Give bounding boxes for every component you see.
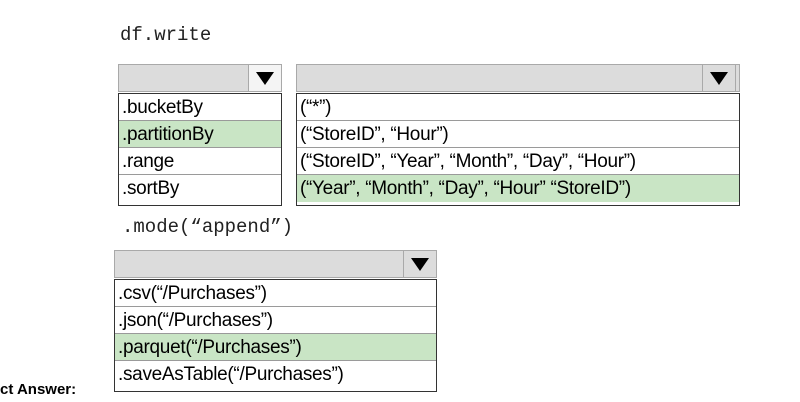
dropdown-output-format-header[interactable] [114,250,437,278]
dropdown-columns-list: (“*”) (“StoreID”, “Hour”) (“StoreID”, “Y… [296,93,740,206]
option-all-columns[interactable]: (“*”) [297,94,739,121]
option-partitionby[interactable]: .partitionBy [119,121,281,148]
chevron-down-icon[interactable] [403,250,437,278]
option-range[interactable]: .range [119,148,281,175]
correct-answer-label: ct Answer: [0,381,77,398]
dropdown-output-format-list: .csv(“/Purchases”) .json(“/Purchases”) .… [114,279,437,392]
option-storeid-year-month-day-hour[interactable]: (“StoreID”, “Year”, “Month”, “Day”, “Hou… [297,148,739,175]
option-saveastable[interactable]: .saveAsTable(“/Purchases”) [118,364,344,385]
chevron-down-icon[interactable] [702,64,736,92]
option-parquet[interactable]: .parquet(“/Purchases”) [115,334,436,361]
option-csv[interactable]: .csv(“/Purchases”) [115,280,436,307]
dropdown-columns-header[interactable] [296,64,740,92]
option-bucketby[interactable]: .bucketBy [119,94,281,121]
dropdown-output-format[interactable]: .csv(“/Purchases”) .json(“/Purchases”) .… [114,250,437,392]
code-line-df-write: df.write [120,24,212,46]
dropdown-columns[interactable]: (“*”) (“StoreID”, “Hour”) (“StoreID”, “Y… [296,64,740,206]
chevron-down-icon[interactable] [248,64,282,92]
option-year-month-day-hour-storeid[interactable]: (“Year”, “Month”, “Day”, “Hour” “StoreID… [297,175,739,202]
dropdown-write-method-list: .bucketBy .partitionBy .range .sortBy [118,93,282,206]
option-sortby[interactable]: .sortBy [122,178,180,199]
dropdown-write-method[interactable]: .bucketBy .partitionBy .range .sortBy [118,64,282,206]
option-json[interactable]: .json(“/Purchases”) [115,307,436,334]
code-line-mode-append: .mode(“append”) [122,216,294,238]
option-storeid-hour[interactable]: (“StoreID”, “Hour”) [297,121,739,148]
